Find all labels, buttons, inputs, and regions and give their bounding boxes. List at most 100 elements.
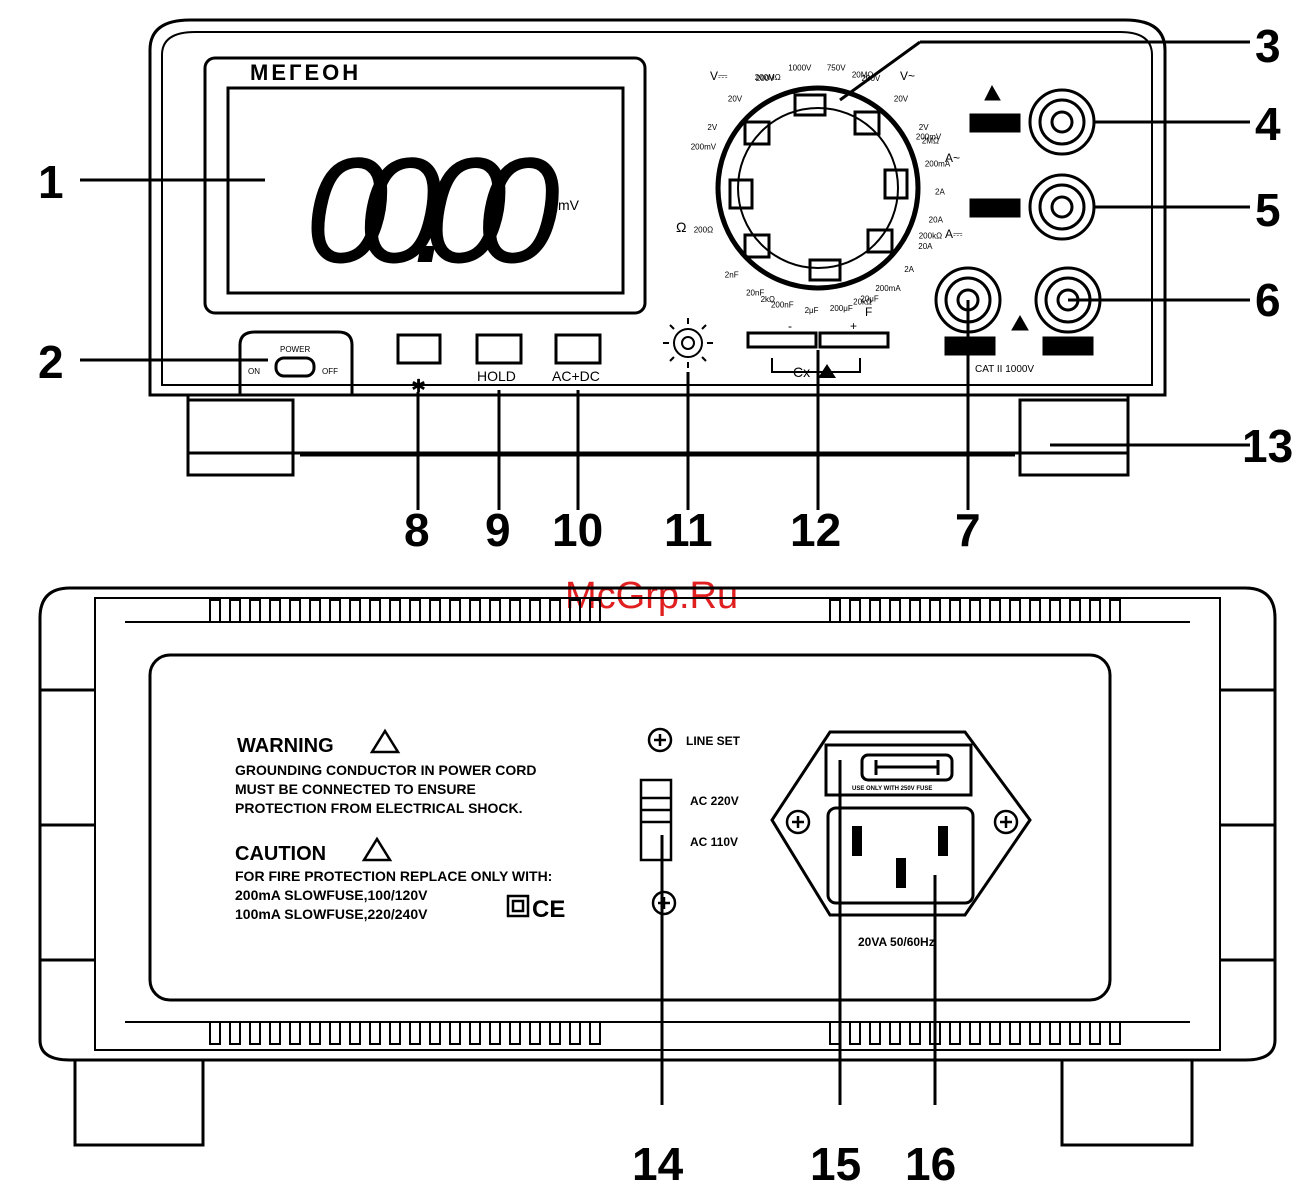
ac220-label: AC 220V xyxy=(690,794,739,808)
screw-icon xyxy=(651,890,677,916)
hold-button[interactable] xyxy=(475,333,523,365)
callout-15: 15 xyxy=(810,1138,861,1189)
dial-range-label: 20A xyxy=(929,216,944,225)
callout-8: 8 xyxy=(404,504,430,556)
dial-vdc-label: V⎓ xyxy=(710,69,728,83)
callout-12: 12 xyxy=(790,504,841,556)
dial-range-label: 200Ω xyxy=(694,226,713,235)
cx-plus-label: + xyxy=(850,319,857,333)
dial-range-label: 200kΩ xyxy=(919,231,942,240)
vent-slot xyxy=(909,1021,921,1045)
vent-slot xyxy=(889,1021,901,1045)
caution-title: CAUTION xyxy=(235,843,326,865)
callout-5: 5 xyxy=(1255,184,1281,236)
terminal-vohm[interactable] xyxy=(1028,88,1096,156)
line-set-label: LINE SET xyxy=(686,734,741,748)
dial-range-label: 20MΩ xyxy=(852,70,874,79)
front-body-outline xyxy=(148,18,1167,397)
power-on-label: ON xyxy=(248,367,260,376)
cx-label: Cx xyxy=(793,364,810,380)
rotary-dial[interactable] xyxy=(715,85,921,291)
backlight-button[interactable] xyxy=(396,333,442,365)
vent-slot xyxy=(529,599,541,623)
front-body-inner xyxy=(161,31,1153,386)
vent-slot xyxy=(449,1021,461,1045)
power-rating: 20VA 50/60Hz xyxy=(858,935,935,949)
vent-slot xyxy=(849,599,861,623)
cat-rating: CAT II 1000V xyxy=(975,364,1034,375)
cx-warning-icon xyxy=(818,364,836,378)
foot-right xyxy=(1018,398,1130,477)
vent-slot xyxy=(489,599,501,623)
warning-line: GROUNDING CONDUCTOR IN POWER CORD xyxy=(235,762,537,778)
vent-slot xyxy=(1029,599,1041,623)
dial-range-label: 200V xyxy=(756,74,775,83)
vent-slot xyxy=(569,1021,581,1045)
terminal-vohm-label: VΩHz xyxy=(975,119,1000,129)
caution-line: 200mA SLOWFUSE,100/120V xyxy=(235,887,428,903)
voltage-selector[interactable] xyxy=(639,778,673,862)
ce-mark: CE xyxy=(532,896,565,923)
cx-slot-plus[interactable] xyxy=(818,331,890,349)
dial-range-label: 2V xyxy=(707,123,717,132)
dial-range-label: 200nF xyxy=(771,301,794,310)
vent-slot xyxy=(309,599,321,623)
vent-slot xyxy=(1009,599,1021,623)
vent-slot xyxy=(509,599,521,623)
cx-slot-minus[interactable] xyxy=(746,331,818,349)
callout-14: 14 xyxy=(632,1138,684,1189)
acdc-button[interactable] xyxy=(554,333,602,365)
dial-range-label: 2A xyxy=(935,188,945,197)
vent-slot xyxy=(429,1021,441,1045)
vent-slot xyxy=(469,599,481,623)
vent-slot xyxy=(869,1021,881,1045)
front-panel xyxy=(148,18,1167,477)
callout-16: 16 xyxy=(905,1138,956,1189)
vent-slot xyxy=(849,1021,861,1045)
warning-triangle-icon xyxy=(1011,314,1029,331)
fuse-note: USE ONLY WITH 250V FUSE xyxy=(852,786,932,792)
vent-slot xyxy=(1069,1021,1081,1045)
dial-range-label: 20V xyxy=(728,95,743,104)
vent-slot xyxy=(1089,599,1101,623)
vent-slot xyxy=(1009,1021,1021,1045)
dial-range-label: 2kΩ xyxy=(761,295,775,304)
warning-title: WARNING xyxy=(237,735,334,757)
acdc-label: AC+DC xyxy=(552,368,600,384)
screw-icon xyxy=(785,809,1019,835)
vent-slot xyxy=(1049,599,1061,623)
iec-socket[interactable] xyxy=(826,806,975,905)
vent-slot xyxy=(369,1021,381,1045)
fuse-holder[interactable] xyxy=(824,743,973,797)
dial-vac-label: V~ xyxy=(900,69,915,83)
vent-slot xyxy=(289,1021,301,1045)
vent-slot xyxy=(229,599,241,623)
dial-ohm-label: Ω xyxy=(676,219,686,235)
vent-slot xyxy=(1109,599,1121,623)
vent-slots xyxy=(209,599,1121,1045)
vent-slot xyxy=(269,1021,281,1045)
vent-slot xyxy=(969,1021,981,1045)
vent-slot xyxy=(389,1021,401,1045)
dial-range-label: 20V xyxy=(894,95,909,104)
rear-label-panel xyxy=(148,653,1112,1002)
dial-range-label: 200mV xyxy=(916,132,942,141)
vent-slot xyxy=(929,599,941,623)
callout-10: 10 xyxy=(552,504,603,556)
vent-slot xyxy=(369,599,381,623)
terminal-com-label: COM xyxy=(980,204,1001,214)
vent-slot xyxy=(329,599,341,623)
callout-1: 1 xyxy=(38,156,64,208)
dial-range-label: 2MΩ xyxy=(922,137,939,146)
vent-slot xyxy=(869,599,881,623)
terminal-com[interactable] xyxy=(1028,173,1096,241)
vent-slot xyxy=(569,599,581,623)
rear-foot-right xyxy=(1060,1058,1194,1147)
callout-2: 2 xyxy=(38,336,64,388)
cx-minus-label: - xyxy=(788,319,792,333)
vent-slot xyxy=(409,599,421,623)
power-button[interactable] xyxy=(274,356,316,378)
callout-11: 11 xyxy=(664,504,713,556)
